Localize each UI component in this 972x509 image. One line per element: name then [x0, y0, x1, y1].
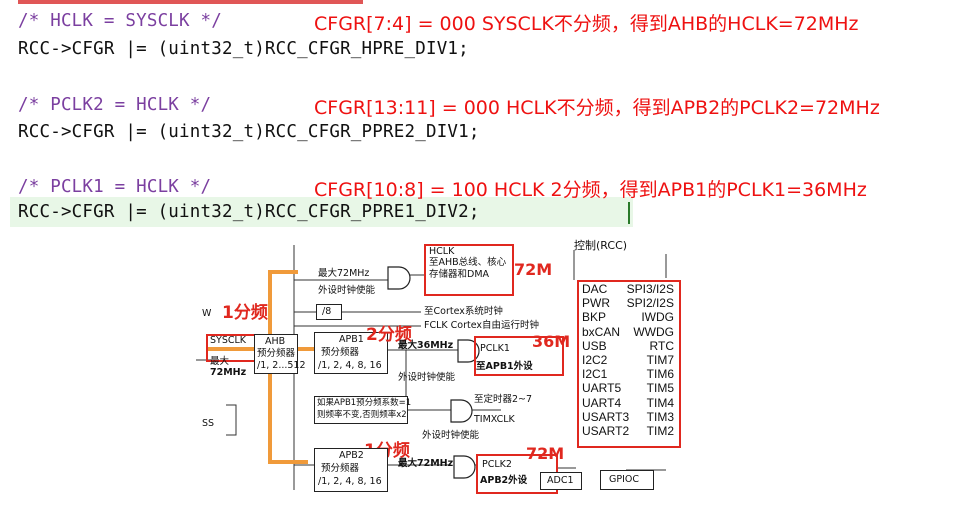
clock-tree-diagram: 最大72MHz 外设时钟使能 /8 至Cortex系统时钟 FCLK Corte… — [196, 239, 682, 494]
peripheral-left-10: USART2 — [582, 424, 630, 438]
w-label: W — [202, 308, 212, 319]
timer-note-1: 如果APB1预分频系数=1 — [317, 398, 412, 408]
m36-annotation: 36M — [532, 332, 571, 351]
code-comment-pclk2: /* PCLK2 = HCLK */ — [18, 95, 212, 115]
pclk1-label: PCLK1 — [480, 343, 510, 354]
ahb-prescaler: 预分频器 — [257, 348, 296, 359]
text-cursor — [628, 202, 630, 224]
pclk1-red-box — [474, 336, 564, 376]
peripheral-left-5: I2C2 — [582, 353, 608, 367]
m72-bottom-annotation: 72M — [526, 444, 565, 463]
max72-bottom-label: 最大72MHz — [398, 458, 454, 469]
code-comment-pclk1: /* PCLK1 = HCLK */ — [18, 177, 212, 197]
peripheral-left-7: UART5 — [582, 381, 622, 396]
hclk-desc-2: 存储器和DMA — [429, 269, 490, 280]
apb1-range: /1, 2, 4, 8, 16 — [318, 360, 382, 371]
apb1-label: APB1 — [339, 334, 364, 345]
note-ppre1: CFGR[10:8] = 100 HCLK 2分频，得到APB1的PCLK1=3… — [314, 179, 867, 201]
apb2-box: APB2 预分频器 /1, 2, 4, 8, 16 — [314, 448, 388, 492]
apb1-box: APB1 预分频器 /1, 2, 4, 8, 16 — [314, 332, 388, 374]
gpioc-label: GPIOC — [609, 474, 640, 485]
div8-label: /8 — [322, 306, 332, 317]
ahb-box: AHB 预分频器 /1, 2...512 — [254, 334, 306, 374]
peripheral-left-3: bxCAN — [582, 324, 621, 339]
peripheral-left-6: I2C1 — [582, 367, 608, 382]
peripheral-left-1: PWR — [582, 296, 610, 311]
fclk-label: FCLK Cortex自由运行时钟 — [424, 320, 540, 331]
note-ppre2: CFGR[13:11] = 000 HCLK不分频，得到APB2的PCLK2=7… — [314, 97, 880, 119]
top-red-rule — [18, 0, 363, 4]
peripheral-right-4: RTC — [649, 338, 674, 353]
adc1-box: ADC1 — [540, 472, 582, 490]
rcc-header-label: 控制(RCC) — [574, 239, 628, 252]
peripheral-left-9: USART3 — [582, 409, 630, 424]
cortex-sys-label: 至Cortex系统时钟 — [424, 306, 503, 317]
peripheral-right-9: TIM3 — [646, 409, 674, 424]
note-hpre: CFGR[7:4] = 000 SYSCLK不分频，得到AHB的HCLK=72M… — [314, 13, 859, 35]
div8-box: /8 — [316, 304, 342, 320]
peripheral-left-2: BKP — [582, 310, 607, 325]
peri-clk-enable-1: 外设时钟使能 — [398, 372, 456, 383]
pclk2-label: PCLK2 — [482, 459, 512, 470]
orange-bus-top — [268, 270, 298, 274]
apb1-peripherals-red-box — [577, 280, 681, 448]
code-comment-hclk: /* HCLK = SYSCLK */ — [18, 11, 222, 31]
ss-label: SS — [202, 418, 215, 429]
hclk-red-box — [424, 244, 514, 296]
peripheral-left-4: USB — [582, 338, 607, 353]
code-line-ppre1: RCC->CFGR |= (uint32_t)RCC_CFGR_PPRE1_DI… — [18, 202, 480, 222]
peripheral-right-1: SPI2/I2S — [626, 296, 674, 311]
timxclk-label: TIMXCLK — [474, 414, 515, 425]
div1-top-annotation: 1分频 — [222, 303, 268, 323]
sysclk-max-1: 最大 — [210, 356, 230, 367]
peripheral-left-8: UART4 — [582, 395, 622, 410]
current-line-highlight — [10, 197, 633, 227]
peripheral-right-6: TIM6 — [646, 367, 674, 382]
peripheral-right-5: TIM7 — [646, 353, 674, 367]
to-apb2-label: APB2外设 — [480, 475, 528, 486]
apb2-range: /1, 2, 4, 8, 16 — [318, 476, 382, 487]
to-apb1-label: 至APB1外设 — [476, 361, 533, 372]
peripheral-right-3: WWDG — [633, 324, 674, 339]
max72-top-label: 最大72MHz — [318, 268, 370, 279]
apb2-prescaler: 预分频器 — [321, 463, 360, 474]
timer-target-label: 至定时器2~7 — [474, 394, 533, 405]
div2-annotation: 2分频 — [366, 325, 412, 345]
m72-top-annotation: 72M — [514, 260, 553, 279]
apb2-label: APB2 — [339, 450, 364, 461]
hclk-desc-1: 至AHB总线、核心 — [429, 257, 507, 268]
timer-note-2: 则频率不变,否则频率x2 — [317, 410, 407, 420]
hclk-label: HCLK — [429, 246, 455, 257]
sysclk-label: SYSCLK — [210, 335, 247, 346]
code-line-ppre2: RCC->CFGR |= (uint32_t)RCC_CFGR_PPRE2_DI… — [18, 122, 480, 142]
peripheral-right-2: IWDG — [641, 310, 674, 325]
peripheral-right-0: SPI3/I2S — [626, 282, 674, 296]
apb1-prescaler: 预分频器 — [321, 347, 360, 358]
adc1-label: ADC1 — [547, 475, 574, 486]
ahb-label: AHB — [265, 336, 286, 347]
max36-label: 最大36MHz — [398, 340, 454, 351]
peripheral-right-8: TIM4 — [646, 395, 674, 410]
peripheral-left-0: DAC — [582, 282, 608, 296]
peripheral-right-10: TIM2 — [646, 424, 674, 438]
timer-note-box: 如果APB1预分频系数=1 则频率不变,否则频率x2 — [314, 396, 412, 424]
code-line-hpre: RCC->CFGR |= (uint32_t)RCC_CFGR_HPRE_DIV… — [18, 39, 469, 59]
ahb-range: /1, 2...512 — [257, 360, 306, 371]
peri-clk-enable-2: 外设时钟使能 — [422, 430, 480, 441]
peri-clk-enable-top: 外设时钟使能 — [318, 285, 376, 296]
sysclk-max-2: 72MHz — [210, 367, 247, 378]
orange-bus-bottom — [268, 460, 308, 464]
gpioc-box: GPIOC — [600, 470, 654, 490]
peripheral-right-7: TIM5 — [646, 381, 674, 396]
